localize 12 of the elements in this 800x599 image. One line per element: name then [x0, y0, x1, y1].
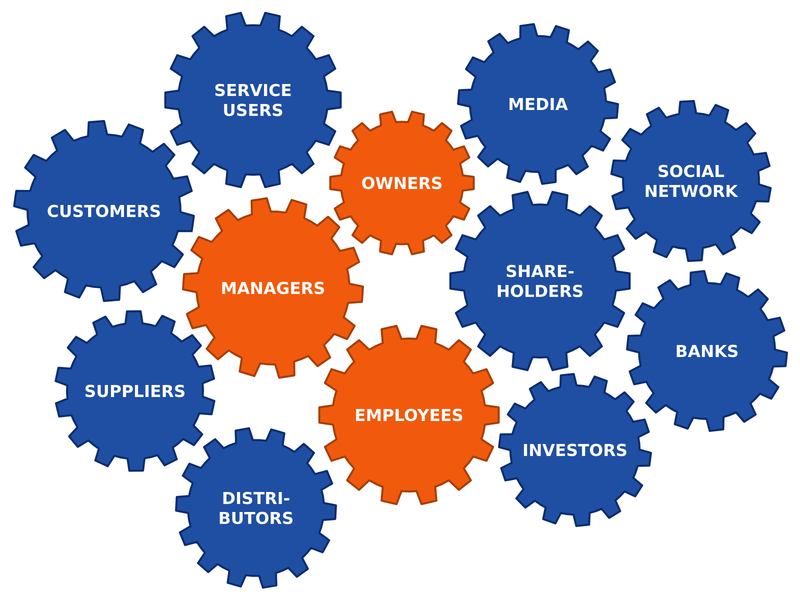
gear: SHARE-HOLDERS — [449, 190, 631, 372]
gear: CUSTOMERS — [13, 120, 195, 302]
gear: SERVICE USERS — [164, 12, 342, 188]
gear: INVESTORS — [498, 373, 652, 527]
gear: OWNERS — [329, 110, 475, 256]
gear: SOCIAL NETWORK — [610, 100, 772, 262]
gear: BANKS — [626, 270, 788, 432]
gear: SUPPLIERS — [54, 310, 216, 472]
gear: MEDIA — [457, 23, 619, 185]
gear: DISTRI-BUTORS — [175, 427, 337, 589]
gear: MANAGERS — [182, 197, 364, 379]
gear: EMPLOYEES — [318, 324, 500, 506]
